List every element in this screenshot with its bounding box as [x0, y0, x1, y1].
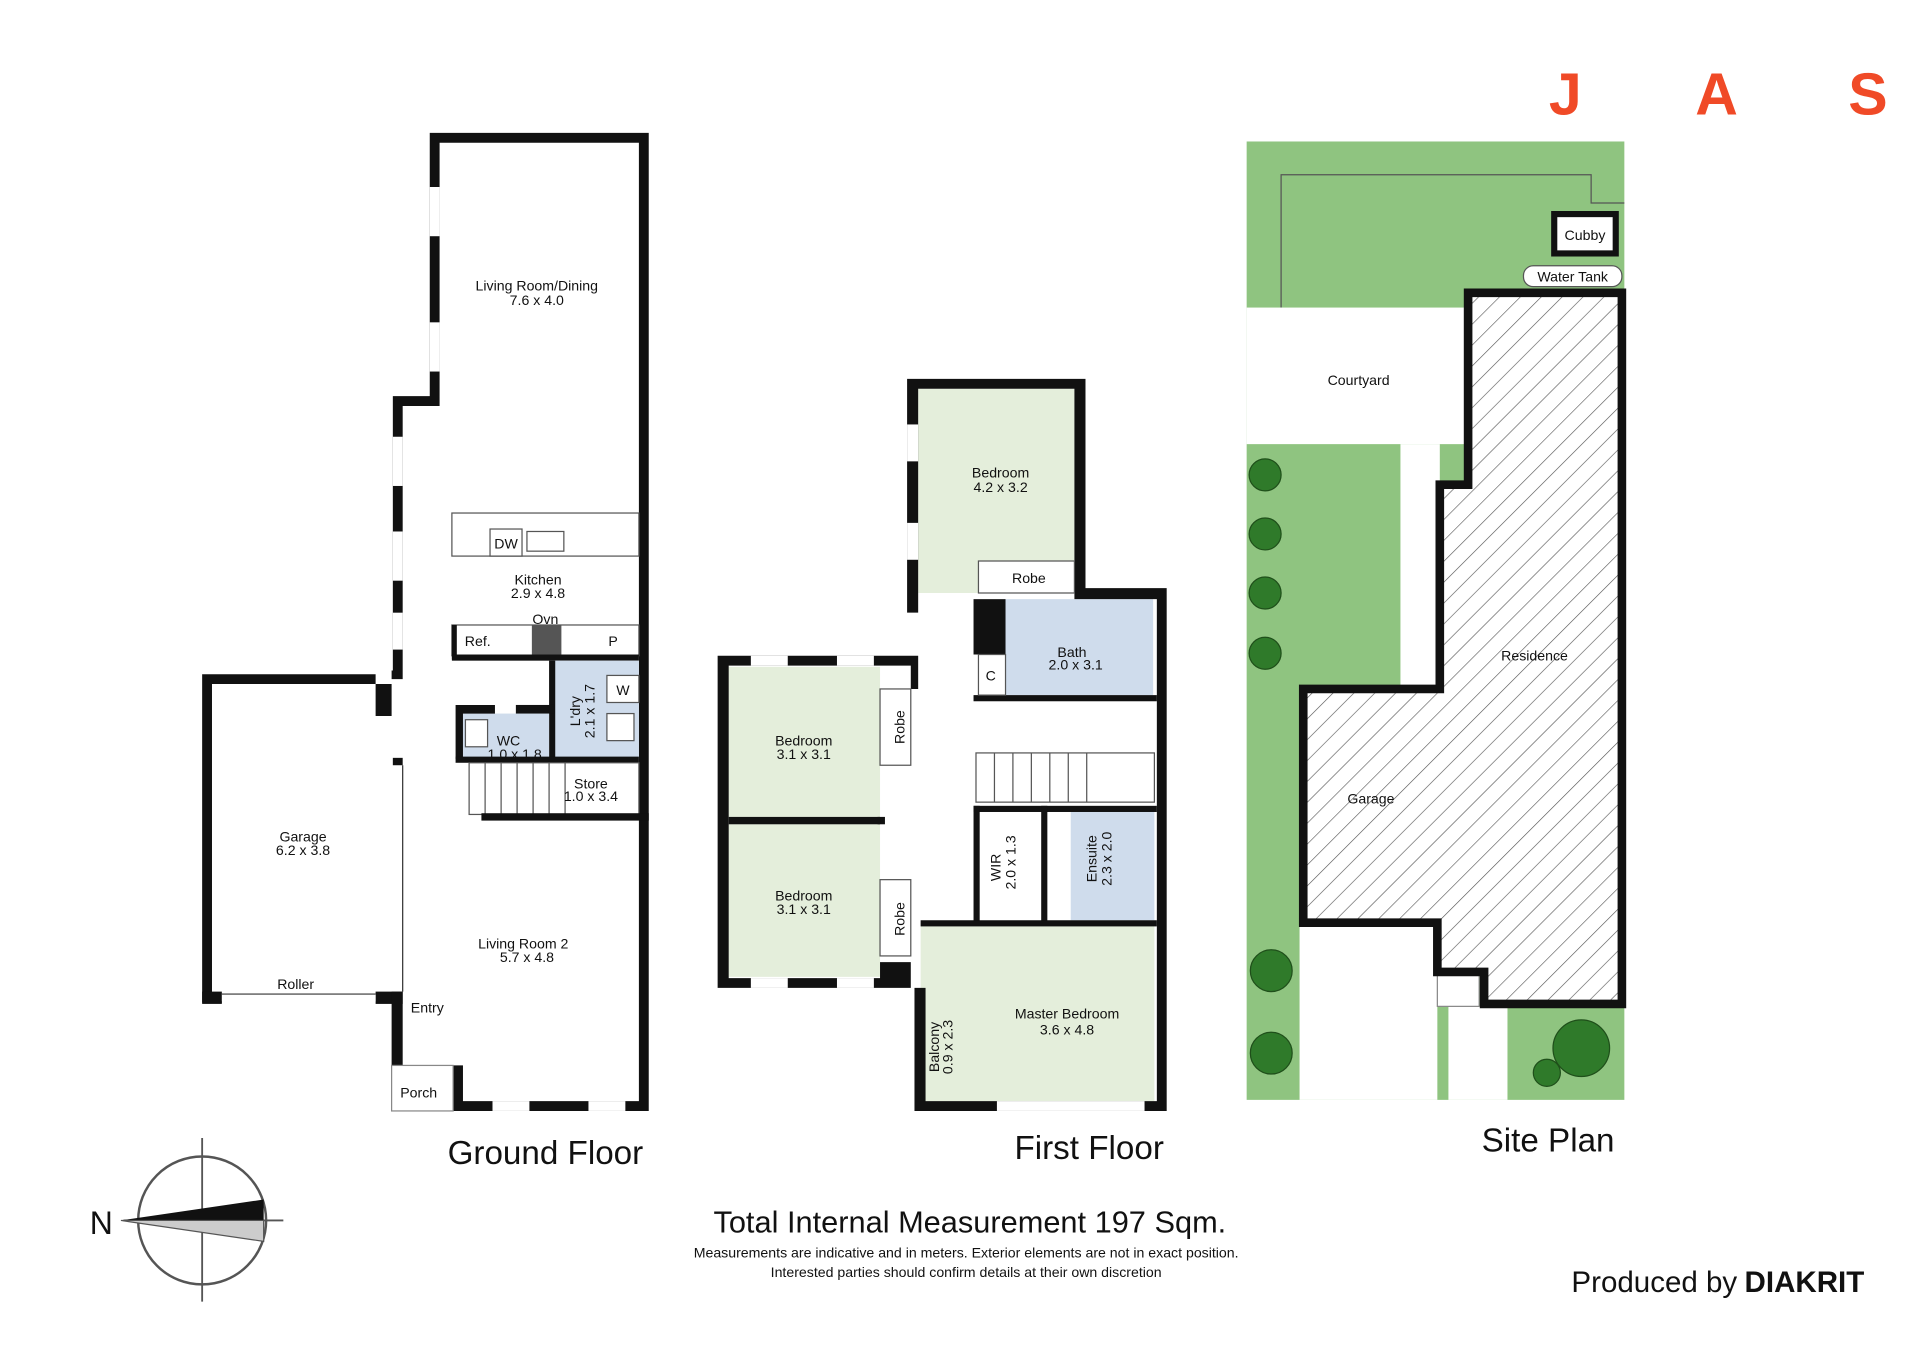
producer-logo: DIAKRIT	[1745, 1266, 1865, 1299]
residence-label: Residence	[1501, 648, 1568, 664]
kitchen-name: Kitchen	[514, 571, 561, 587]
cupboard-label: C	[986, 667, 996, 683]
brand-logo: J A S	[1549, 61, 1888, 127]
entry-label: Entry	[411, 1000, 445, 1016]
bath-size: 2.0 x 3.1	[1049, 656, 1103, 672]
bedroom3-robe-label: Robe	[892, 902, 908, 936]
living-dining-size: 7.6 x 4.0	[510, 292, 564, 308]
store-size: 1.0 x 3.4	[564, 788, 618, 804]
bedroom3-name: Bedroom	[775, 888, 832, 904]
ground-floor-title: Ground Floor	[448, 1135, 644, 1172]
living-dining-name: Living Room/Dining	[476, 277, 598, 293]
balcony-name: Balcony	[926, 1021, 942, 1072]
master-bedroom-name: Master Bedroom	[1015, 1006, 1119, 1022]
bedroom2-size: 3.1 x 3.1	[777, 746, 831, 762]
bath-name: Bath	[1057, 644, 1086, 660]
compass-icon: N	[90, 1138, 284, 1302]
wir-name: WIR	[988, 854, 1004, 881]
site-plan-title: Site Plan	[1482, 1123, 1615, 1160]
compass-north-label: N	[90, 1205, 113, 1241]
total-measurement: Total Internal Measurement 197 Sqm.	[713, 1205, 1226, 1240]
first-floor-plan: Bedroom 4.2 x 3.2 Robe Bath 2.0 x 3.1 C …	[717, 378, 1167, 1167]
fridge-label: Ref.	[465, 633, 491, 649]
ensuite-size: 2.3 x 2.0	[1098, 832, 1114, 886]
living2-name: Living Room 2	[478, 936, 568, 952]
store-name: Store	[574, 776, 608, 792]
bedroom1-robe-label: Robe	[1012, 570, 1046, 586]
bedroom2-name: Bedroom	[775, 733, 832, 749]
bedroom1-name: Bedroom	[972, 464, 1029, 480]
garage-name: Garage	[279, 829, 326, 845]
garage-size: 6.2 x 3.8	[276, 842, 330, 858]
living2-size: 5.7 x 4.8	[500, 949, 554, 965]
courtyard-label: Courtyard	[1328, 372, 1390, 388]
tree-icons	[1248, 458, 1611, 1087]
first-floor-title: First Floor	[1014, 1130, 1163, 1167]
disclaimer-line-1: Measurements are indicative and in meter…	[694, 1244, 1239, 1260]
laundry-size: 2.1 x 1.7	[582, 684, 598, 738]
site-garage-label: Garage	[1347, 790, 1394, 806]
water-tank-label: Water Tank	[1537, 269, 1609, 285]
porch-label: Porch	[400, 1084, 437, 1100]
cubby-label: Cubby	[1565, 227, 1607, 243]
oven-label: Ovn	[532, 611, 558, 627]
wir-size: 2.0 x 1.3	[1002, 835, 1018, 889]
brand-letter-s: S	[1848, 61, 1887, 127]
bedroom1-size: 4.2 x 3.2	[974, 479, 1028, 495]
bedroom2-robe-label: Robe	[892, 710, 908, 744]
washer-label: W	[616, 682, 630, 698]
disclaimer-line-2: Interested parties should confirm detail…	[771, 1264, 1162, 1280]
balcony-size: 0.9 x 2.3	[940, 1020, 956, 1074]
produced-by-text: Produced by	[1571, 1266, 1737, 1299]
wc-size: 1.0 x 1.8	[488, 746, 542, 762]
bedroom3-size: 3.1 x 3.1	[777, 901, 831, 917]
kitchen-size: 2.9 x 4.8	[511, 585, 565, 601]
roller-door-label: Roller	[277, 976, 314, 992]
ground-floor-plan: DW Ref. Ovn P W Living Room/Dining 7.6 x…	[202, 132, 649, 1172]
laundry-name: L'dry	[567, 695, 583, 726]
brand-letter-a: A	[1695, 61, 1738, 127]
wc-name: WC	[497, 733, 521, 749]
dishwasher-label: DW	[494, 536, 518, 552]
ensuite-name: Ensuite	[1084, 835, 1100, 882]
pantry-label: P	[608, 633, 617, 649]
site-plan: Cubby Water Tank Courtyard Residence Gar…	[1246, 141, 1627, 1160]
brand-letter-j: J	[1549, 61, 1582, 127]
master-bedroom-size: 3.6 x 4.8	[1040, 1022, 1094, 1038]
